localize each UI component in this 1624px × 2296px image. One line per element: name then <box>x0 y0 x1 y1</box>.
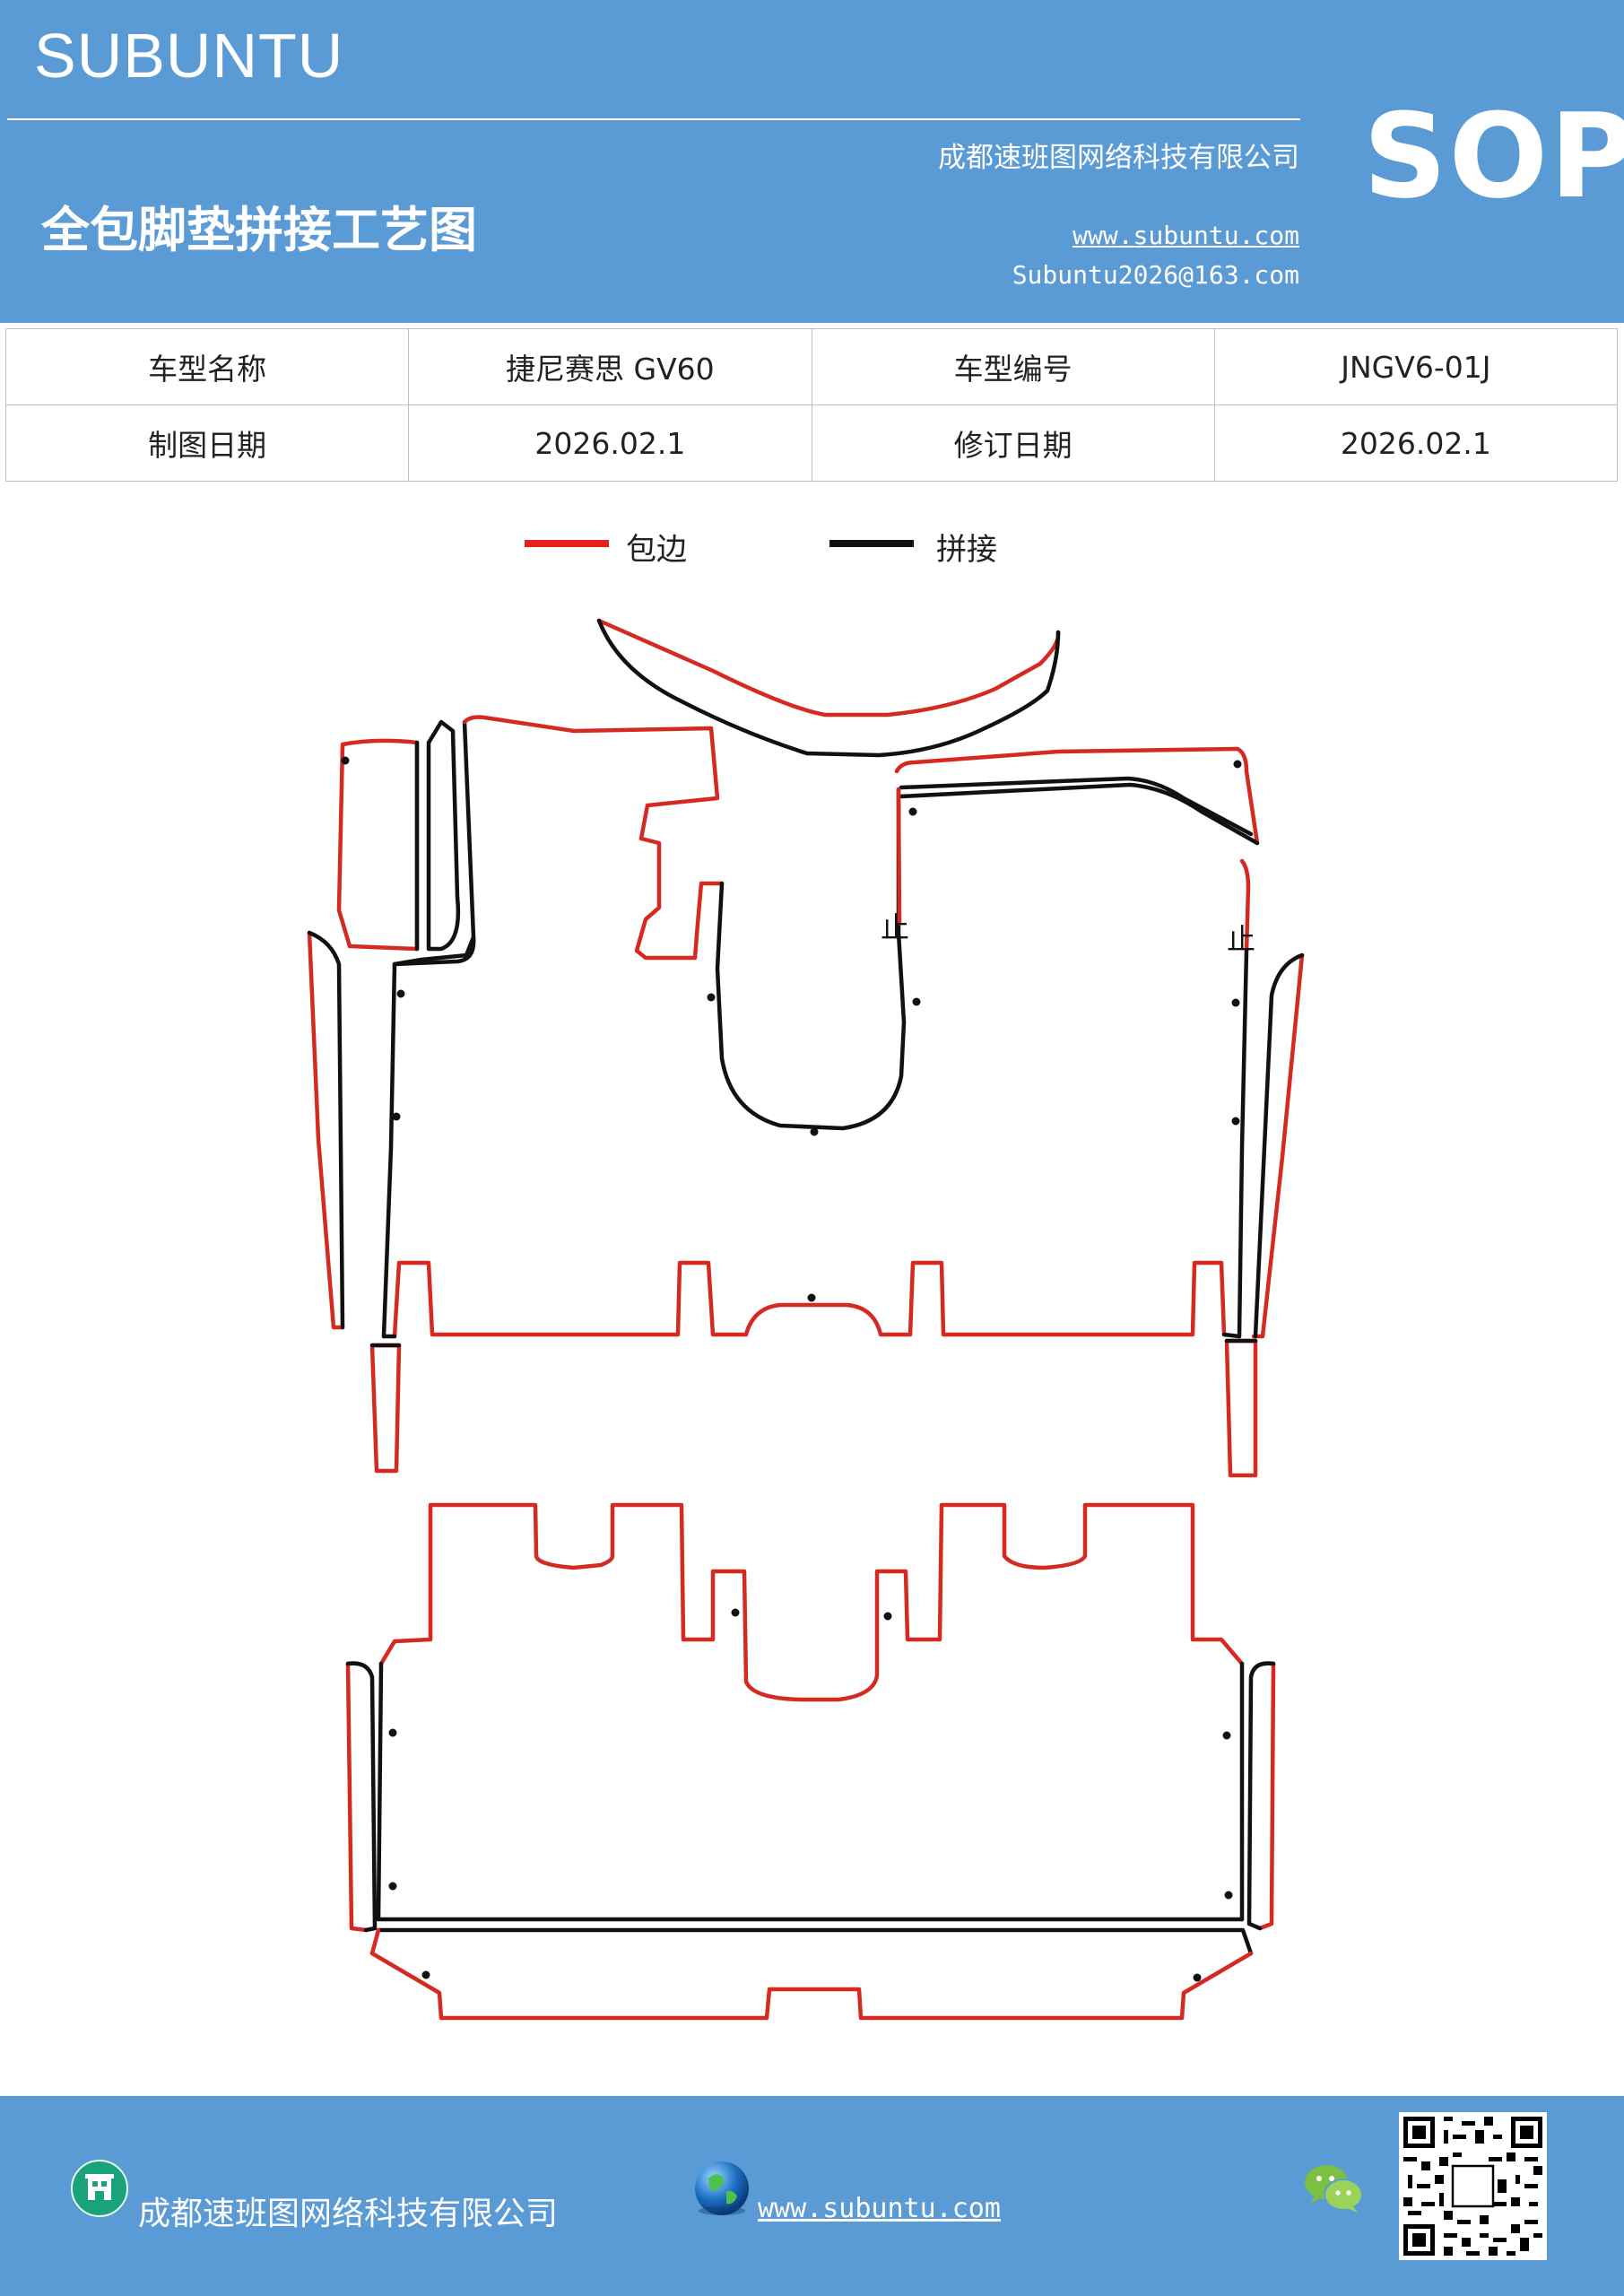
qr-code-icon <box>1399 2112 1547 2260</box>
left-front-strip-edge <box>336 738 420 952</box>
header-website-link[interactable]: www.subuntu.com <box>1073 221 1299 250</box>
rear-left-seam <box>376 1661 384 1922</box>
passenger-top-strip-seam-2 <box>899 776 1254 837</box>
front-mat-bottom-seam-right <box>1221 1332 1242 1339</box>
footer-website-link[interactable]: www.subuntu.com <box>758 2193 1001 2224</box>
table-row: 制图日期 2026.02.1 修订日期 2026.02.1 <box>4 404 1619 482</box>
building-icon <box>71 2160 128 2217</box>
header-email: Subuntu2026@163.com <box>1012 260 1299 290</box>
footer-banner: 成都速班图网络科技有限公司 www.subuntu.com <box>0 2096 1624 2296</box>
passenger-top-strip-edge <box>894 746 1260 846</box>
reference-dots <box>341 756 1242 1982</box>
passenger-top-strip-seam <box>899 782 1260 846</box>
rear-left-strip-seam <box>345 1661 378 1933</box>
tunnel-cover-seam <box>596 618 1061 758</box>
model-code-label: 车型编号 <box>811 328 1215 405</box>
draw-date-value: 2026.02.1 <box>408 404 812 482</box>
draw-date-label: 制图日期 <box>4 404 410 482</box>
globe-icon <box>695 2161 749 2215</box>
legend-edge-swatch <box>525 540 609 547</box>
legend-seam-label: 拼接 <box>936 532 997 568</box>
header-banner: SUBUNTU 成都速班图网络科技有限公司 全包脚垫拼接工艺图 www.subu… <box>0 0 1624 323</box>
left-connector-strip <box>369 1343 402 1474</box>
document-title: 全包脚垫拼接工艺图 <box>41 201 477 258</box>
passenger-mat-edge-right <box>1239 858 1251 953</box>
legend-edge-label: 包边 <box>626 532 687 568</box>
vehicle-info-table: 车型名称 捷尼赛思 GV60 车型编号 JNGV6-01J 制图日期 2026.… <box>4 328 1619 482</box>
revise-date-value: 2026.02.1 <box>1213 404 1619 482</box>
left-rocker-seam <box>307 930 345 1330</box>
footer-company: 成都速班图网络科技有限公司 <box>138 2196 559 2232</box>
brand-name: SUBUNTU <box>34 21 344 91</box>
header-divider <box>7 118 1300 120</box>
left-thin-strip-a <box>426 719 461 952</box>
rear-mat-edge <box>378 1502 1245 1702</box>
rear-right-strip-edge <box>1257 1661 1276 1931</box>
driver-front-mat-seam-left <box>381 935 476 1339</box>
rear-bottom-piece-seam <box>376 1927 1254 1956</box>
rear-bottom-piece-edge <box>369 1927 1254 2021</box>
passenger-mat-seam-right <box>1237 948 1249 1339</box>
left-thin-strip-b <box>392 719 476 967</box>
driver-front-mat-seam-tunnel <box>715 787 907 1131</box>
table-row: 车型名称 捷尼赛思 GV60 车型编号 JNGV6-01J <box>4 328 1619 405</box>
right-rocker-seam <box>1253 952 1305 1339</box>
legend-seam-swatch <box>829 540 914 547</box>
model-name-label: 车型名称 <box>4 328 410 405</box>
rear-right-strip-seam <box>1246 1661 1276 1931</box>
right-rocker-edge <box>1251 952 1305 1339</box>
revise-date-label: 修订日期 <box>811 404 1215 482</box>
model-code-value: JNGV6-01J <box>1213 328 1619 405</box>
stop-mark-left: 止 <box>881 910 909 944</box>
wechat-icon[interactable] <box>1302 2161 1365 2216</box>
left-rocker-edge <box>307 930 345 1330</box>
model-name-value: 捷尼赛思 GV60 <box>408 328 812 405</box>
right-connector-strip <box>1224 1338 1258 1478</box>
driver-front-mat-edge <box>462 715 725 961</box>
rear-left-strip-edge <box>345 1661 369 1933</box>
stop-mark-right: 止 <box>1227 922 1255 956</box>
sop-badge: SOP <box>1363 88 1624 224</box>
legend: 包边 拼接 <box>0 525 1624 570</box>
tunnel-cover-edge <box>596 618 1061 718</box>
front-mat-bottom-edge <box>392 1260 1227 1339</box>
header-company: 成都速班图网络科技有限公司 <box>938 142 1299 174</box>
